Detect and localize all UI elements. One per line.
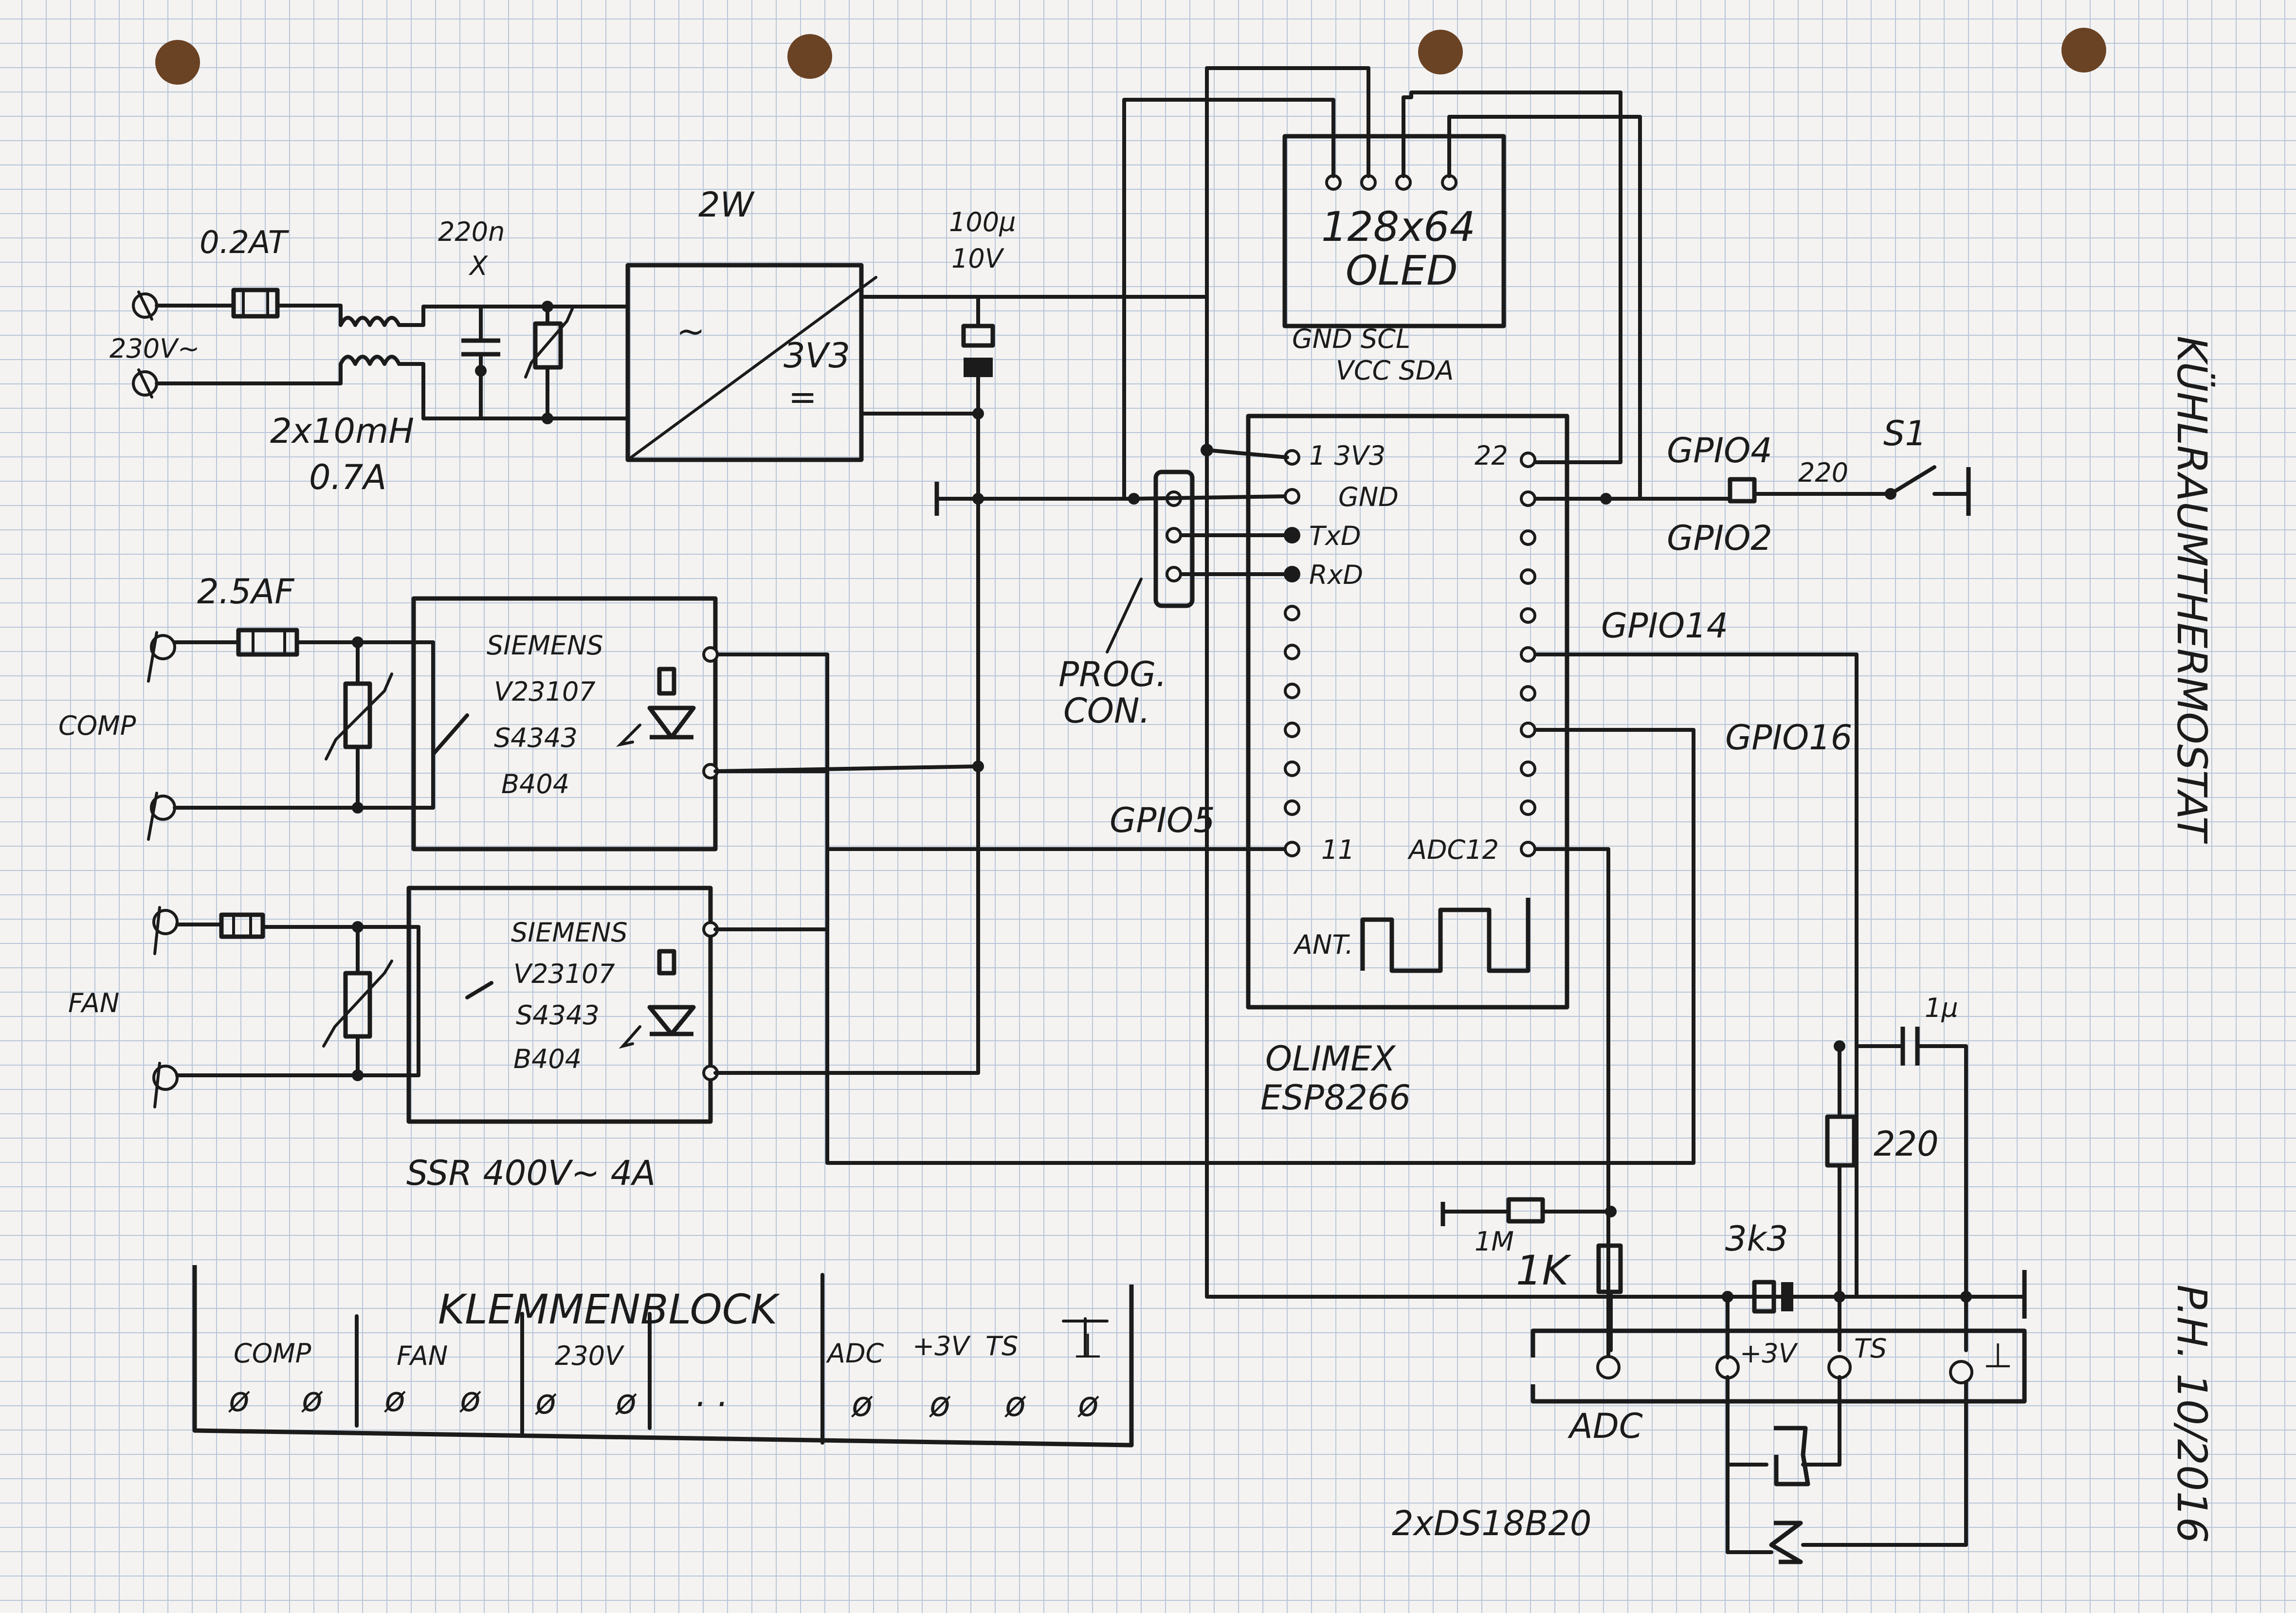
terminal-block — [192, 1265, 1134, 1448]
module-right-pins — [1520, 452, 1536, 857]
power-supply — [132, 263, 1209, 768]
punch-holes — [155, 28, 2106, 85]
fan-relay — [152, 764, 980, 1124]
compressor-relay — [147, 596, 984, 852]
module-left-pins — [1284, 449, 1300, 857]
oled-display — [1122, 66, 2026, 1299]
prog-connector — [1106, 444, 1298, 653]
esp8266-module — [1246, 414, 1569, 1010]
gpio-wiring — [709, 652, 1859, 1374]
sensor-section — [1440, 1027, 2027, 1564]
switch-s1 — [1533, 465, 1971, 516]
